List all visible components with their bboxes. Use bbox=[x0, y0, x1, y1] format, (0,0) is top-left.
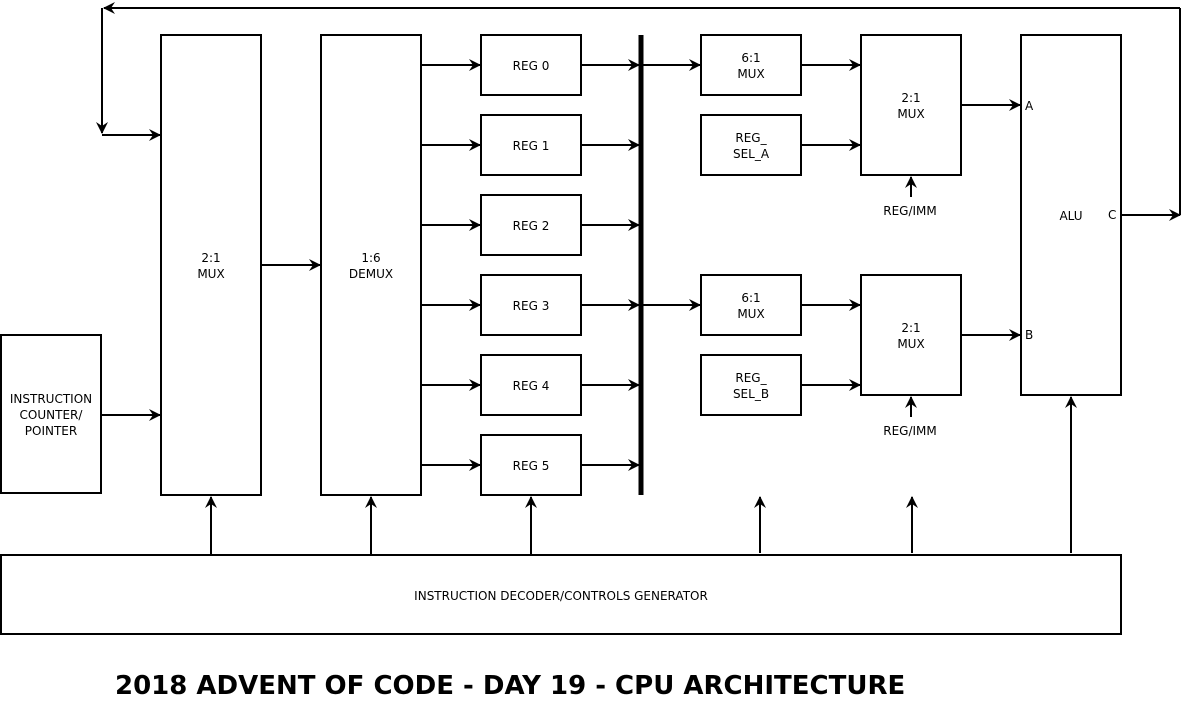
input-mux-label-1: 2:1 bbox=[201, 251, 220, 265]
mux6-b-block: 6:1 MUX bbox=[700, 274, 802, 336]
register-1-label: REG 1 bbox=[513, 139, 550, 153]
register-4: REG 4 bbox=[480, 354, 582, 416]
mux2-a-block: 2:1 MUX bbox=[860, 34, 962, 176]
mux2-a-label-1: 2:1 bbox=[901, 91, 920, 105]
input-mux-label-2: MUX bbox=[197, 267, 224, 281]
reg-sel-b-block: REG_ SEL_B bbox=[700, 354, 802, 416]
register-4-label: REG 4 bbox=[513, 379, 550, 393]
mux6-a-block: 6:1 MUX bbox=[700, 34, 802, 96]
reg-sel-a-label-2: SEL_A bbox=[733, 147, 770, 161]
register-2: REG 2 bbox=[480, 194, 582, 256]
reg-sel-b-label-1: REG_ bbox=[735, 371, 767, 385]
reg-imm-b-label: REG/IMM bbox=[883, 424, 937, 438]
decoder-block: INSTRUCTION DECODER/CONTROLS GENERATOR bbox=[0, 554, 1122, 635]
register-2-label: REG 2 bbox=[513, 219, 550, 233]
mux2-b-label-1: 2:1 bbox=[901, 321, 920, 335]
diagram-title: 2018 ADVENT OF CODE - DAY 19 - CPU ARCHI… bbox=[115, 671, 905, 701]
register-1: REG 1 bbox=[480, 114, 582, 176]
demux-label-1: 1:6 bbox=[361, 251, 380, 265]
register-5-label: REG 5 bbox=[513, 459, 550, 473]
alu-output-c-label: C bbox=[1108, 208, 1116, 222]
instruction-pointer-block: INSTRUCTION COUNTER/ POINTER bbox=[0, 334, 102, 494]
register-3-label: REG 3 bbox=[513, 299, 550, 313]
instruction-pointer-label-1: INSTRUCTION bbox=[10, 392, 92, 406]
demux-label-2: DEMUX bbox=[349, 267, 393, 281]
reg-sel-a-block: REG_ SEL_A bbox=[700, 114, 802, 176]
reg-sel-b-label-2: SEL_B bbox=[733, 387, 769, 401]
alu-block: ALU A B C bbox=[1020, 34, 1122, 396]
decoder-label: INSTRUCTION DECODER/CONTROLS GENERATOR bbox=[414, 589, 708, 603]
instruction-pointer-label-2: COUNTER/ bbox=[20, 408, 84, 422]
alu-input-a-label: A bbox=[1025, 99, 1034, 113]
register-0: REG 0 bbox=[480, 34, 582, 96]
wires bbox=[96, 1, 1181, 555]
alu-input-b-label: B bbox=[1025, 328, 1033, 342]
register-3: REG 3 bbox=[480, 274, 582, 336]
mux6-b-label-2: MUX bbox=[737, 307, 764, 321]
mux2-a-label-2: MUX bbox=[897, 107, 924, 121]
register-0-label: REG 0 bbox=[513, 59, 550, 73]
mux6-a-label-1: 6:1 bbox=[741, 51, 760, 65]
mux6-a-label-2: MUX bbox=[737, 67, 764, 81]
demux-block: 1:6 DEMUX bbox=[320, 34, 422, 496]
instruction-pointer-label-3: POINTER bbox=[25, 424, 77, 438]
mux2-b-label-2: MUX bbox=[897, 337, 924, 351]
mux2-b-block: 2:1 MUX bbox=[860, 274, 962, 396]
register-5: REG 5 bbox=[480, 434, 582, 496]
reg-sel-a-label-1: REG_ bbox=[735, 131, 767, 145]
mux6-b-label-1: 6:1 bbox=[741, 291, 760, 305]
input-mux-block: 2:1 MUX bbox=[160, 34, 262, 496]
reg-imm-a-label: REG/IMM bbox=[883, 204, 937, 218]
alu-label: ALU bbox=[1059, 209, 1082, 223]
